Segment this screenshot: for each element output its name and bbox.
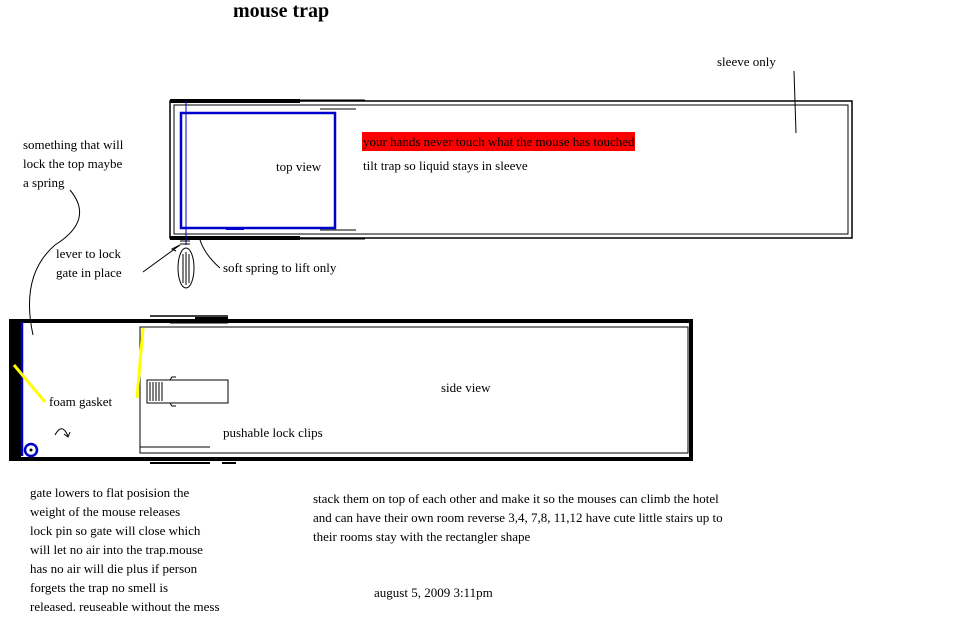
label-side-view: side view [441, 380, 491, 395]
gate-note-line: will let no air into the trap.mouse [30, 542, 203, 557]
label-tilt-trap: tilt trap so liquid stays in sleeve [363, 158, 528, 173]
label-lever-line: gate in place [56, 265, 122, 280]
stack-note-line: stack them on top of each other and make… [313, 491, 719, 506]
side-view-body [9, 315, 693, 464]
gasket-yellow-line [135, 327, 145, 399]
label-lock-clips: pushable lock clips [223, 425, 323, 440]
gate-note-line: gate lowers to flat posision the [30, 485, 190, 500]
label-foam-gasket: foam gasket [49, 394, 113, 409]
label-lock-top-line: something that will [23, 137, 124, 152]
gate-note-line: lock pin so gate will close which [30, 523, 201, 538]
top-view-sleeve [169, 99, 853, 240]
gate-note-line: has no air will die plus if person [30, 561, 198, 576]
foam-gasket-mark [12, 364, 47, 403]
label-soft-spring: soft spring to lift only [223, 260, 337, 275]
gate-note-line: released. reuseable without the mess [30, 599, 220, 614]
gate-note-line: weight of the mouse releases [30, 504, 181, 519]
gate-backplate [11, 321, 21, 459]
lock-clip [146, 376, 229, 407]
label-lever-line: lever to lock [56, 246, 121, 261]
gate-hinge-pin-icon [29, 448, 33, 452]
label-sleeve-only: sleeve only [717, 54, 776, 69]
gate-hinge-icon [23, 442, 39, 458]
top-view-inner-box [179, 101, 337, 245]
date-stamp: august 5, 2009 3:11pm [374, 585, 493, 600]
label-top-view: top view [276, 159, 322, 174]
lever-and-spring [177, 237, 195, 289]
label-lock-top-line: lock the top maybe [23, 156, 123, 171]
stack-note-line: their rooms stay with the rectangler sha… [313, 529, 531, 544]
label-hands-never-touch: your hands never touch what the mouse ha… [362, 132, 636, 151]
gate-note-line: forgets the trap no smell is [30, 580, 169, 595]
stack-note-line: and can have their own room reverse 3,4,… [313, 510, 723, 525]
page-title: mouse trap [233, 0, 330, 22]
leader-lines [28, 70, 797, 438]
label-lock-top-line: a spring [23, 175, 65, 190]
